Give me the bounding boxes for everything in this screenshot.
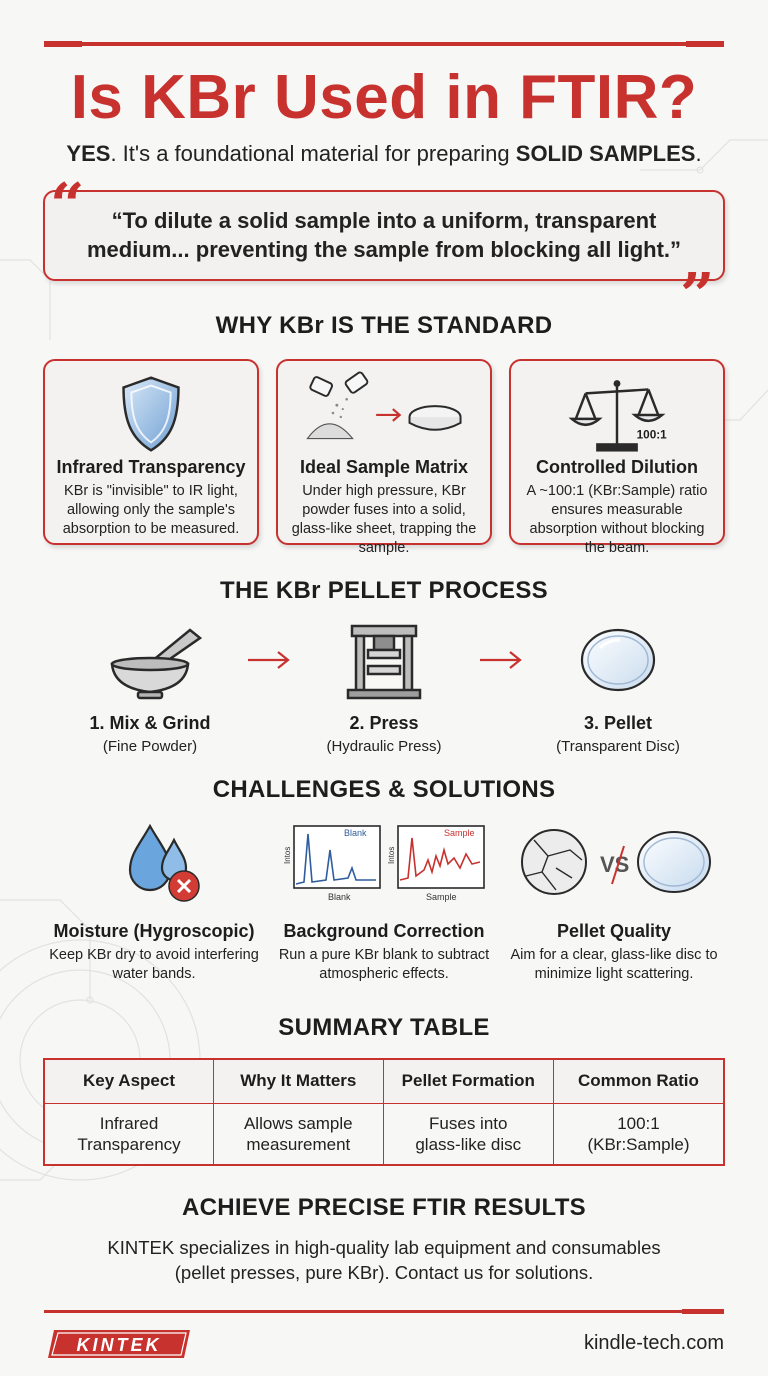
water-drops-icon [128, 823, 200, 902]
spectrum-sample-caption: Sample [426, 892, 457, 902]
spectrum-blank-title: Blank [344, 828, 367, 838]
quote-box: “To dilute a solid sample into a uniform… [43, 190, 725, 281]
quote-text: “To dilute a solid sample into a uniform… [86, 207, 682, 262]
hydraulic-press-icon [346, 624, 422, 700]
challenge-description: Aim for a clear, glass-like disc to mini… [510, 947, 718, 982]
step-title: 2. Press [349, 713, 419, 733]
table-cell: 100:1(KBr:Sample) [552, 1102, 725, 1166]
step-subtitle: (Fine Powder) [102, 738, 198, 755]
cell-line: glass-like disc [415, 1134, 522, 1154]
arrow-right-icon [480, 651, 522, 669]
summary-table: Key Aspect Why It Matters Pellet Formati… [43, 1058, 725, 1166]
challenge-background-correction: Blank Intos Blank Sample Intos Sample Ba… [264, 820, 504, 984]
cta-heading: ACHIEVE PRECISE FTIR RESULTS [181, 1194, 586, 1221]
page-subtitle: YES. It's a foundational material for pr… [0, 141, 768, 167]
step-subtitle: (Transparent Disc) [556, 738, 680, 755]
spectrum-blank-axis: Intos [283, 847, 292, 864]
spectrum-blank-caption: Blank [328, 892, 351, 902]
column-header: Pellet Formation [382, 1058, 554, 1104]
close-quote-icon: ” [680, 261, 715, 331]
top-accent-bar [44, 41, 724, 47]
cell-line: (KBr:Sample) [587, 1134, 690, 1154]
challenge-pellet-quality: VS Pellet Quality Aim for a clear, glass… [494, 820, 734, 984]
logo-text: KINTEK [77, 1335, 162, 1355]
challenge-title: Pellet Quality [556, 921, 672, 941]
process-heading: THE KBr PELLET PROCESS [220, 577, 548, 604]
column-header: Common Ratio [552, 1058, 725, 1104]
step-subtitle: (Hydraulic Press) [326, 738, 442, 755]
spectra-icon: Blank Intos Blank Sample Intos Sample [283, 825, 485, 902]
challenge-moisture: Moisture (Hygroscopic) Keep KBr dry to a… [34, 820, 274, 984]
kintek-logo[interactable]: KINTEK [46, 1328, 192, 1360]
cell-line: Infrared [99, 1113, 159, 1133]
card-description: KBr is "invisible" to IR light, allowing… [62, 483, 240, 537]
cell-line: Fuses into [429, 1113, 508, 1133]
card-infrared-transparency: Infrared Transparency KBr is "invisible"… [43, 359, 259, 545]
subtitle-period: . [695, 141, 702, 166]
step-pellet: 3. Pellet (Transparent Disc) [518, 620, 718, 755]
cta-line: (pellet presses, pure KBr). Contact us f… [174, 1261, 594, 1283]
card-title: Ideal Sample Matrix [299, 457, 469, 477]
card-title: Controlled Dilution [536, 457, 698, 477]
subtitle-emphasis: SOLID SAMPLES [515, 141, 696, 166]
challenge-title: Moisture (Hygroscopic) [53, 921, 255, 941]
cta-line: KINTEK specializes in high-quality lab e… [107, 1237, 661, 1258]
column-header: Key Aspect [43, 1058, 215, 1104]
cell-line: Allows sample [243, 1113, 353, 1133]
powder-to-pellet-icon [306, 371, 462, 440]
arrow-right-icon [248, 651, 290, 669]
card-controlled-dilution: 100:1 Controlled Dilution A ~100:1 (KBr:… [509, 359, 725, 556]
page-title: Is KBr Used in FTIR? [70, 63, 698, 132]
step-press: 2. Press (Hydraulic Press) [284, 620, 484, 755]
spectrum-sample-title: Sample [444, 828, 475, 838]
challenge-description: Run a pure KBr blank to subtract atmosph… [278, 947, 490, 982]
card-ideal-sample-matrix: Ideal Sample Matrix Under high pressure,… [276, 359, 492, 556]
challenge-title: Background Correction [283, 921, 485, 941]
shield-icon [122, 376, 180, 452]
spectrum-sample-axis: Intos [387, 847, 396, 864]
cracked-vs-clear-icon: VS [521, 829, 711, 895]
step-mix-grind: 1. Mix & Grind (Fine Powder) [50, 620, 250, 755]
column-header: Why It Matters [213, 1058, 384, 1104]
cell-line: measurement [246, 1134, 351, 1154]
challenges-heading: CHALLENGES & SOLUTIONS [212, 776, 556, 803]
subtitle-text: . It's a foundational material for prepa… [110, 141, 516, 166]
cell-line: 100:1 [617, 1113, 660, 1133]
balance-scale-icon: 100:1 [568, 380, 668, 452]
website-link[interactable]: kindle-tech.com [583, 1332, 724, 1354]
subtitle-yes: YES [66, 141, 111, 166]
card-title: Infrared Transparency [56, 457, 246, 477]
table-header-row: Key Aspect Why It Matters Pellet Formati… [43, 1058, 725, 1104]
why-heading: WHY KBr IS THE STANDARD [215, 312, 553, 339]
open-quote-icon: “ [50, 171, 85, 241]
step-title: 3. Pellet [583, 713, 653, 733]
summary-heading: SUMMARY TABLE [278, 1014, 490, 1041]
bottom-accent-bar [44, 1309, 724, 1314]
cta-text: KINTEK specializes in high-quality lab e… [0, 1236, 768, 1286]
pellet-disc-icon [580, 628, 656, 692]
step-title: 1. Mix & Grind [89, 713, 211, 733]
card-description: Under high pressure, KBr powder fuses in… [291, 483, 477, 556]
card-description: A ~100:1 (KBr:Sample) ratio ensures meas… [526, 483, 708, 556]
mortar-pestle-icon [110, 628, 203, 700]
cell-line: Transparency [77, 1134, 181, 1154]
challenge-description: Keep KBr dry to avoid interfering water … [49, 947, 259, 982]
ratio-label: 100:1 [637, 429, 668, 442]
